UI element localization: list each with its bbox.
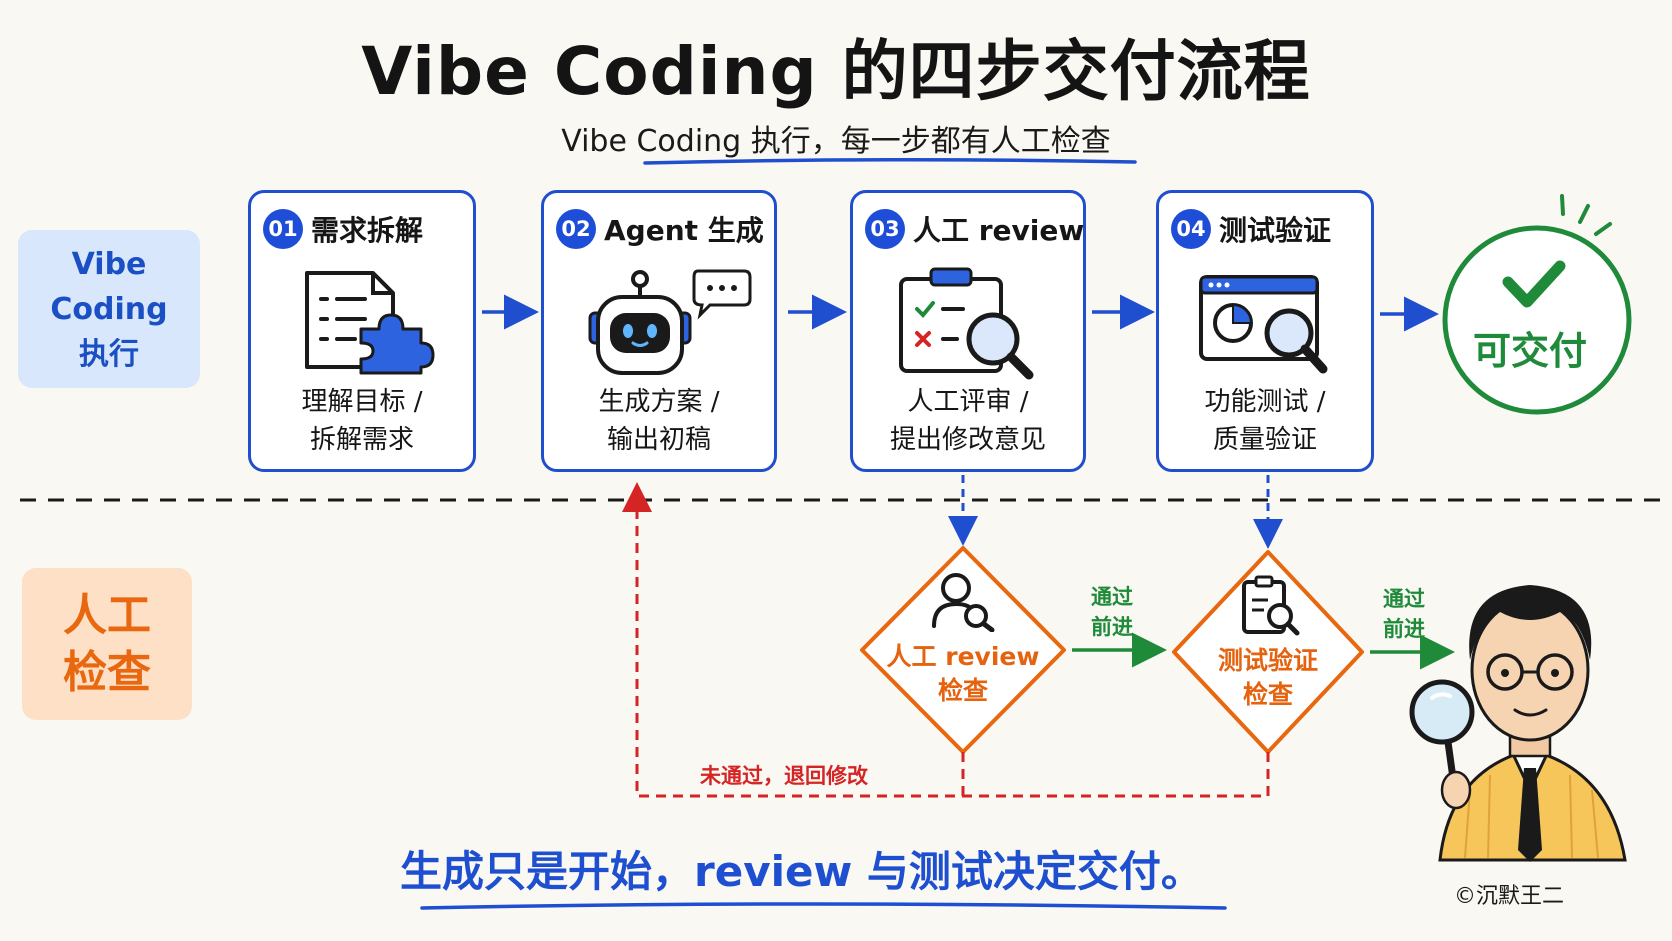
step-description: 理解目标 / 拆解需求 bbox=[251, 383, 473, 459]
step-title: 需求拆解 bbox=[311, 214, 424, 247]
author-credit: ©沉默王二 bbox=[1454, 884, 1565, 909]
pass-label-line2: 前进 bbox=[1383, 617, 1425, 641]
step-header: 03 人工 review bbox=[865, 209, 1084, 249]
step-number: 03 bbox=[865, 209, 905, 249]
step-description: 生成方案 / 输出初稿 bbox=[544, 383, 774, 459]
fail-loop-line bbox=[637, 488, 1270, 798]
review-check-label: 人工 review 检查 bbox=[873, 640, 1053, 708]
document-puzzle-icon bbox=[305, 271, 435, 375]
step-title: 人工 review bbox=[913, 214, 1085, 247]
subtitle-underline bbox=[643, 157, 1137, 165]
step-description-line2: 质量验证 bbox=[1212, 425, 1317, 455]
step-description-line1: 功能测试 / bbox=[1204, 387, 1326, 417]
test-check-label: 测试验证 检查 bbox=[1178, 644, 1358, 712]
bottom-note-underline bbox=[420, 902, 1227, 910]
step-header: 04 测试验证 bbox=[1171, 209, 1331, 249]
test-check-line1: 测试验证 bbox=[1217, 646, 1318, 675]
pass-label-line2: 前进 bbox=[1091, 615, 1133, 639]
lane-execution-line2: 执行 bbox=[79, 336, 139, 372]
step-description: 人工评审 / 提出修改意见 bbox=[853, 383, 1083, 459]
person-avatar-illustration bbox=[1409, 585, 1627, 862]
fail-return-label: 未通过，退回修改 bbox=[700, 764, 868, 788]
checkmark-icon bbox=[1502, 260, 1566, 308]
step-description-line2: 输出初稿 bbox=[606, 425, 711, 455]
step-number: 01 bbox=[263, 209, 303, 249]
pass-label-line1: 通过 bbox=[1383, 587, 1425, 611]
lane-label-execution: Vibe Coding 执行 bbox=[18, 230, 200, 388]
step-number: 04 bbox=[1171, 209, 1211, 249]
lane-label-review: 人工 检查 bbox=[22, 568, 192, 720]
clipboard-magnifier-icon bbox=[899, 267, 1034, 380]
review-check-line2: 检查 bbox=[937, 676, 988, 705]
page-subtitle: Vibe Coding 执行，每一步都有人工检查 bbox=[561, 124, 1111, 159]
step-header: 02 Agent 生成 bbox=[556, 209, 764, 249]
person-search-icon bbox=[932, 573, 995, 632]
deliverable-circle bbox=[1442, 225, 1632, 415]
review-check-line1: 人工 review bbox=[886, 642, 1040, 671]
pass-label-line1: 通过 bbox=[1091, 585, 1133, 609]
step-description: 功能测试 / 质量验证 bbox=[1159, 383, 1371, 459]
step-description-line1: 人工评审 / bbox=[907, 387, 1029, 417]
step-card-agent-generate: 02 Agent 生成 生成方案 / 输出初稿 bbox=[541, 190, 777, 472]
step-header: 01 需求拆解 bbox=[263, 209, 423, 249]
step-number: 02 bbox=[556, 209, 596, 249]
deliverable-label: 可交付 bbox=[1472, 329, 1587, 373]
pass-label-2: 通过 前进 bbox=[1374, 584, 1434, 644]
browser-magnifier-icon bbox=[1199, 275, 1328, 374]
step-card-testing: 04 测试验证 功能测试 / 质量验证 bbox=[1156, 190, 1374, 472]
pass-label-1: 通过 前进 bbox=[1082, 582, 1142, 642]
step-title: Agent 生成 bbox=[604, 214, 764, 247]
page-title: Vibe Coding 的四步交付流程 bbox=[361, 33, 1311, 110]
step-description-line2: 拆解需求 bbox=[309, 425, 414, 455]
step-card-requirements: 01 需求拆解 理解目标 / 拆解需求 bbox=[248, 190, 476, 472]
step-description-line1: 生成方案 / bbox=[598, 387, 720, 417]
shine-marks-icon bbox=[1560, 194, 1612, 236]
step-description-line1: 理解目标 / bbox=[301, 387, 423, 417]
step-card-human-review: 03 人工 review 人工评审 / 提出修改意见 bbox=[850, 190, 1086, 472]
robot-icon bbox=[588, 269, 752, 375]
lane-review-line2: 检查 bbox=[63, 647, 151, 698]
step-title: 测试验证 bbox=[1219, 214, 1332, 247]
clipboard-search-icon bbox=[1242, 575, 1300, 636]
lane-review-line1: 人工 bbox=[63, 589, 151, 641]
bottom-note: 生成只是开始，review 与测试决定交付。 bbox=[400, 847, 1203, 896]
step-description-line2: 提出修改意见 bbox=[889, 425, 1046, 455]
test-check-line2: 检查 bbox=[1242, 680, 1293, 709]
lane-execution-line1: Vibe Coding bbox=[50, 246, 168, 327]
